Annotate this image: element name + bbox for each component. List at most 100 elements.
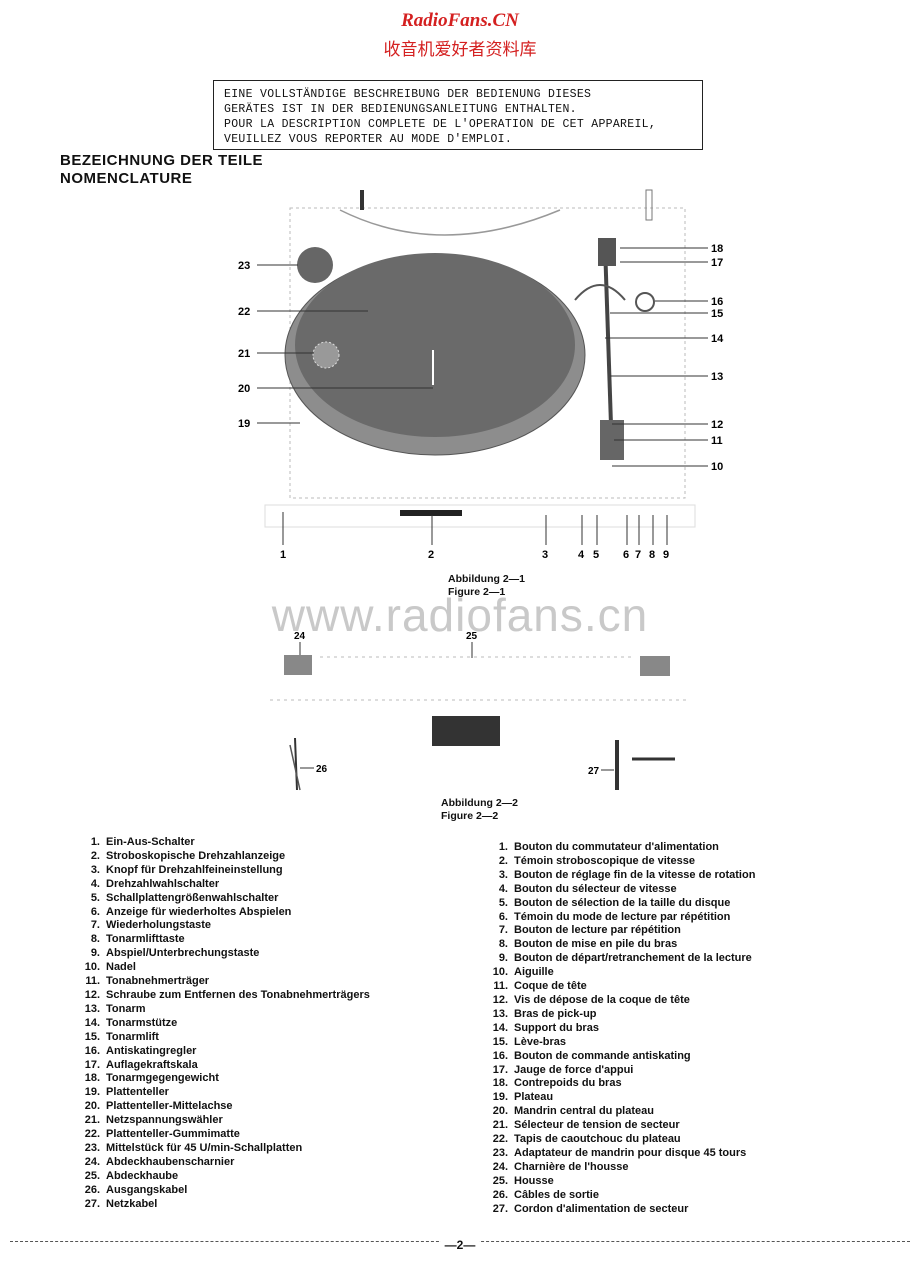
item-text: Tonabnehmerträger [106, 975, 210, 988]
list-item: 23.Mittelstück für 45 U/min-Schallplatte… [74, 1142, 370, 1156]
list-item: 27. Cordon d'alimentation de secteur [482, 1203, 755, 1217]
item-text: Ausgangskabel [106, 1183, 188, 1196]
turntable-figure: 18 17 16 15 14 13 12 11 10 23 22 21 20 1… [238, 189, 724, 561]
item-text: Plattenteller-Mittelachse [106, 1100, 233, 1113]
item-number: 27. [492, 1202, 508, 1215]
item-number: 4. [90, 877, 100, 890]
list-item: 25.Housse [482, 1175, 755, 1189]
item-text: Bouton du sélecteur de vitesse [514, 882, 677, 895]
list-item: 7.Wiederholungstaste [74, 919, 370, 933]
list-item: 18. Contrepoids du bras [482, 1077, 755, 1091]
list-item: 21. Sélecteur de tension de secteur [482, 1119, 755, 1133]
list-item: 24.Abdeckhaubenscharnier [74, 1156, 370, 1170]
list-item: 1.Bouton du commutateur d'alimentation [482, 841, 755, 855]
item-number: 17. [492, 1063, 508, 1076]
list-item: 18. Tonarmgegengewicht [74, 1072, 370, 1086]
label-23: 23 [238, 260, 250, 272]
list-item: 6.Témoin du mode de lecture par répétiti… [482, 911, 755, 925]
item-number: 11. [85, 975, 100, 988]
item-text: Drehzahlwahlschalter [106, 877, 220, 890]
item-number: 19. [84, 1086, 100, 1099]
list-item: 9.Abspiel/Unterbrechungstaste [74, 947, 370, 961]
item-text: Bouton de sélection de la taille du disq… [514, 896, 731, 909]
label-19: 19 [238, 418, 250, 430]
label-24: 24 [294, 631, 306, 642]
item-text: Housse [514, 1174, 554, 1187]
list-item: 5.Bouton de sélection de la taille du di… [482, 897, 755, 911]
item-number: 18. [84, 1072, 100, 1085]
dust-cover-hinge-left [284, 655, 312, 675]
label-14: 14 [711, 333, 724, 345]
label-25: 25 [466, 631, 478, 642]
list-item: 14. Support du bras [482, 1022, 755, 1036]
item-text: Bouton de réglage fin de la vitesse de r… [514, 868, 756, 881]
item-number: 12. [492, 993, 508, 1006]
list-item: 25.Abdeckhaube [74, 1170, 370, 1184]
item-number: 9. [498, 952, 508, 965]
item-text: Mandrin central du plateau [514, 1105, 654, 1118]
item-text: Tonarmgegengewicht [106, 1072, 219, 1085]
list-item: 1.Ein-Aus-Schalter [74, 836, 370, 850]
item-text: Sélecteur de tension de secteur [514, 1119, 680, 1132]
list-item: 27.Netzkabel [74, 1198, 370, 1212]
item-number: 23. [492, 1146, 508, 1159]
item-text: Cordon d'alimentation de secteur [514, 1202, 689, 1215]
item-number: 14. [492, 1021, 508, 1034]
counterweight [598, 238, 616, 266]
figure2-caption-fr: Figure 2—2 [441, 810, 499, 822]
item-number: 22. [492, 1133, 508, 1146]
item-text: Adaptateur de mandrin pour disque 45 tou… [514, 1146, 747, 1159]
item-text: Vis de dépose de la coque de tête [514, 993, 690, 1006]
item-text: Contrepoids du bras [514, 1077, 622, 1090]
figure1-caption: Abbildung 2—1 Figure 2—1 [448, 573, 525, 599]
label-27: 27 [588, 766, 600, 777]
arm-base [574, 284, 626, 301]
item-number: 25. [84, 1169, 100, 1182]
label-6: 6 [623, 549, 629, 561]
item-number: 13. [492, 1007, 508, 1020]
item-number: 14. [84, 1016, 100, 1029]
list-item: 22. Tapis de caoutchouc du plateau [482, 1133, 755, 1147]
label-7: 7 [635, 549, 641, 561]
list-item: 15.Tonarmlift [74, 1031, 370, 1045]
item-text: Support du bras [514, 1021, 599, 1034]
list-item: 9.Bouton de départ/retranchement de la l… [482, 952, 755, 966]
label-21: 21 [238, 348, 250, 360]
section-title-fr: NOMENCLATURE [60, 170, 193, 187]
item-text: Mittelstück für 45 U/min-Schallplatten [106, 1141, 303, 1154]
item-text: Schallplattengrößenwahlschalter [106, 891, 279, 904]
output-cable [294, 737, 298, 791]
item-number: 2. [90, 849, 100, 862]
label-12: 12 [711, 419, 723, 431]
item-text: Tonarmlift [106, 1030, 159, 1043]
list-item: 26.Ausgangskabel [74, 1184, 370, 1198]
section-title-de: BEZEICHNUNG DER TEILE [60, 152, 264, 169]
item-number: 1. [498, 841, 508, 853]
item-number: 3. [90, 863, 100, 876]
item-text: Stroboskopische Drehzahlanzeige [106, 849, 286, 862]
item-text: Coque de tête [514, 980, 587, 993]
item-number: 17. [84, 1058, 100, 1071]
section-title: BEZEICHNUNG DER TEILE NOMENCLATURE [60, 152, 263, 188]
list-item: 7.Bouton de lecture par répétition [482, 924, 755, 938]
list-item: 23. Adaptateur de mandrin pour disque 45 … [482, 1147, 755, 1161]
item-text: Auflagekraftskala [106, 1058, 198, 1071]
model-plate [432, 716, 500, 746]
item-number: 21. [492, 1119, 508, 1132]
output-cable [289, 744, 301, 791]
list-item: 4. Bouton du sélecteur de vitesse [482, 883, 755, 897]
item-text: Tapis de caoutchouc du plateau [514, 1133, 681, 1146]
item-number: 4. [498, 882, 508, 895]
list-item: 4. Drehzahlwahlschalter [74, 878, 370, 892]
item-text: Jauge de force d'appui [514, 1063, 634, 1076]
label-4: 4 [578, 549, 585, 561]
item-number: 18. [492, 1077, 508, 1090]
item-number: 27. [84, 1197, 100, 1210]
notice-line: GERÄTES IST IN DER BEDIENUNGSANLEITUNG E… [224, 103, 577, 116]
list-item: 16.Antiskatingregler [74, 1045, 370, 1059]
list-item: 12.Schraube zum Entfernen des Tonabnehme… [74, 989, 370, 1003]
list-item: 20.Mandrin central du plateau [482, 1105, 755, 1119]
item-text: Aiguille [514, 966, 554, 979]
strobe-window [400, 510, 462, 516]
